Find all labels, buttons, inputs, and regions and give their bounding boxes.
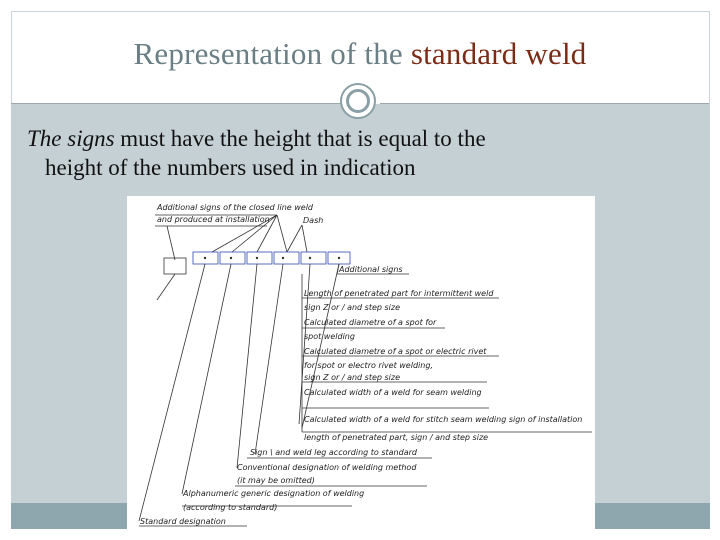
- label-additional-signs-closed: Additional signs of the closed line weld: [156, 203, 314, 212]
- body-paragraph: The signs must have the height that is e…: [27, 124, 667, 182]
- label-calc-diam-spot: Calculated diametre of a spot for: [304, 318, 437, 327]
- body-emphasis: The signs: [27, 126, 115, 151]
- weld-designation-diagram: Additional signs of the closed line weld…: [127, 196, 595, 531]
- title-highlight: standard weld: [410, 36, 587, 71]
- body-text-line2: height of the numbers used in indication: [45, 155, 416, 180]
- label-length-sign-step: length of penetrated part, sign / and st…: [304, 433, 488, 442]
- label-conventional: Conventional designation of welding meth…: [237, 463, 417, 472]
- label-calc-width-seam: Calculated width of a weld for seam weld…: [304, 388, 482, 397]
- label-spot-welding: spot welding: [304, 332, 355, 341]
- ring-ornament-icon: [340, 83, 376, 119]
- label-sign-weld-leg: Sign \ and weld leg according to standar…: [250, 448, 418, 457]
- label-according-standard: (according to standard): [183, 503, 277, 512]
- title-divider-right: [380, 103, 709, 104]
- weld-diagram-svg: Additional signs of the closed line weld…: [138, 203, 592, 527]
- label-sign-z-step: sign Z or / and step size: [304, 373, 400, 382]
- label-sign-z-or: sign Z or / and step size: [304, 303, 400, 312]
- label-additional-signs: Additional signs: [338, 265, 403, 274]
- title-divider-left: [11, 103, 341, 104]
- label-dash: Dash: [303, 216, 323, 225]
- label-calc-width-stitch: Calculated width of a weld for stitch se…: [304, 415, 582, 424]
- label-produced-installation: and produced at installation: [157, 215, 270, 224]
- label-length-penetrated: Length of penetrated part for intermitte…: [304, 289, 494, 298]
- label-alphanumeric: Alphanumeric generic designation of weld…: [182, 489, 364, 498]
- label-standard-designation: Standard designation: [140, 517, 226, 526]
- body-text-line1: must have the height that is equal to th…: [114, 126, 486, 151]
- label-calc-diam-spot-rivet: Calculated diametre of a spot or electri…: [304, 347, 487, 356]
- title-prefix: Representation of the: [133, 36, 411, 71]
- label-for-spot-rivet: for spot or electro rivet welding,: [304, 361, 433, 370]
- page-title: Representation of the standard weld: [0, 36, 720, 72]
- label-may-be-omitted: (it may be omitted): [237, 476, 315, 485]
